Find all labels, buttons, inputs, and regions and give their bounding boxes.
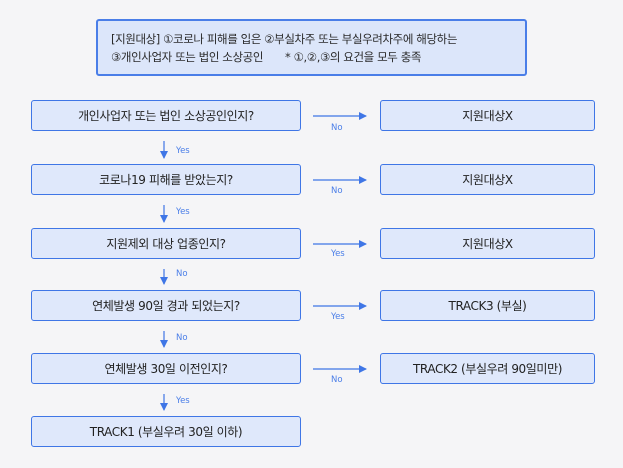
header-line-1: [지원대상] ①코로나 피해를 입은 ②부실차주 또는 부실우려차주에 해당하는 — [111, 32, 457, 46]
down-label-2: Yes — [176, 207, 190, 217]
result-5: TRACK2 (부실우려 90일미만) — [380, 353, 595, 384]
question-3: 지원제외 대상 업종인지? — [31, 228, 301, 259]
down-label-5: Yes — [176, 396, 190, 406]
side-label-4: Yes — [331, 312, 345, 322]
side-label-3: Yes — [331, 249, 345, 259]
eligibility-header: [지원대상] ①코로나 피해를 입은 ②부실차주 또는 부실우려차주에 해당하는… — [96, 19, 527, 76]
down-label-1: Yes — [176, 146, 190, 156]
down-label-4: No — [176, 333, 188, 343]
question-5: 연체발생 30일 이전인지? — [31, 353, 301, 384]
side-label-1: No — [331, 123, 343, 133]
side-label-5: No — [331, 375, 343, 385]
result-4: TRACK3 (부실) — [380, 290, 595, 321]
question-1: 개인사업자 또는 법인 소상공인인지? — [31, 100, 301, 131]
result-2: 지원대상X — [380, 164, 595, 195]
side-label-2: No — [331, 186, 343, 196]
header-note: * ①,②,③의 요건을 모두 충족 — [285, 50, 422, 64]
result-1: 지원대상X — [380, 100, 595, 131]
down-label-3: No — [176, 269, 188, 279]
question-4: 연체발생 90일 경과 되었는지? — [31, 290, 301, 321]
final-result: TRACK1 (부실우려 30일 이하) — [31, 416, 301, 447]
question-2: 코로나19 피해를 받았는지? — [31, 164, 301, 195]
header-line-2: ③개인사업자 또는 법인 소상공인 — [111, 50, 264, 64]
result-3: 지원대상X — [380, 228, 595, 259]
